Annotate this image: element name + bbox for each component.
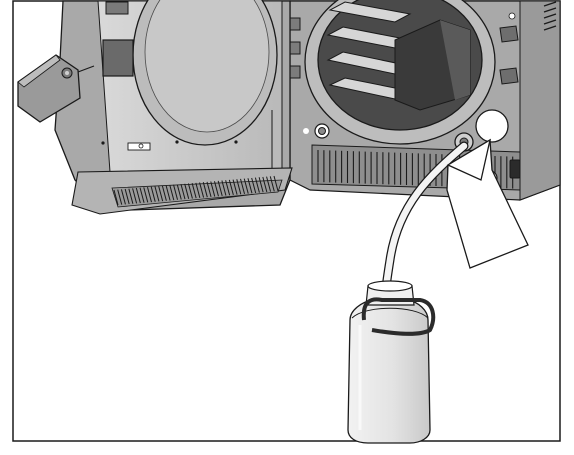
front-light (303, 128, 309, 134)
screw-1 (101, 141, 104, 144)
power-switch (510, 160, 520, 178)
housing-right-panel (520, 1, 560, 200)
door-window (103, 40, 133, 76)
round-knob (476, 110, 508, 142)
autoclave-body (288, 0, 560, 200)
screw-2 (175, 140, 178, 143)
screw-3 (234, 140, 237, 143)
door-latch-screw (139, 144, 143, 148)
bottle-mouth (368, 281, 412, 291)
collection-bottle (348, 281, 433, 443)
open-door (55, 0, 292, 214)
indicator-dot (509, 13, 515, 19)
door-badge (106, 2, 128, 14)
left-valve (315, 124, 329, 138)
